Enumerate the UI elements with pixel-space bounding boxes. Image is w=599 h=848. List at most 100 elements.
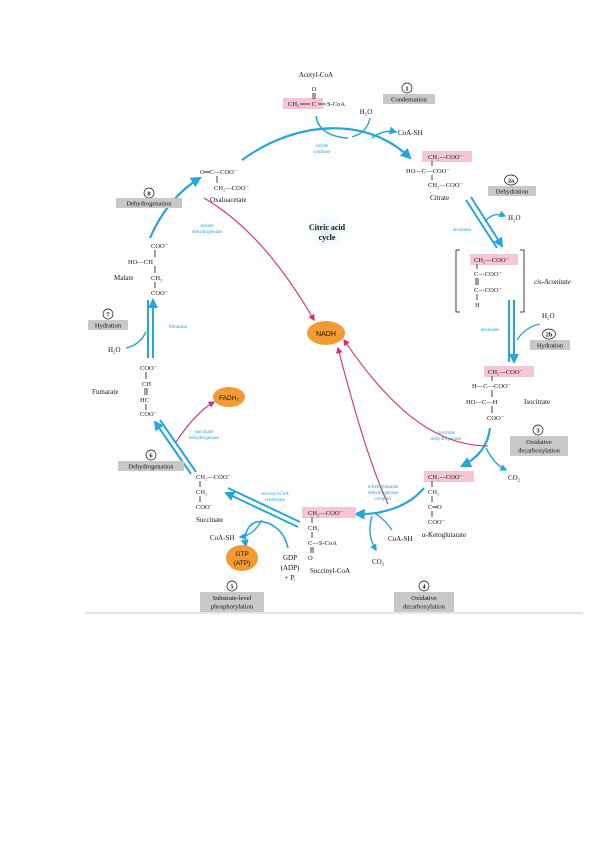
enzyme-fumarase: fumarase (169, 325, 188, 330)
oxaloacetate-line2: CH₂—COO⁻ (214, 185, 249, 192)
enzyme-akg-dh-1: α-ketoglutarate (368, 485, 399, 490)
coa-sh-1: CoA-SH (398, 129, 423, 137)
cis-aconitate-name: cis-Aconitate (534, 278, 571, 286)
step-2a-circle (504, 174, 518, 186)
step-4-number: 4 (422, 584, 426, 591)
fumarate-line2: CH (142, 381, 151, 388)
step-4-circle (418, 580, 430, 592)
arrow-acetyl-coa-in (315, 115, 349, 139)
akg-highlight (424, 471, 474, 482)
step-2b-number: 2b (546, 332, 553, 339)
step-3-number: 3 (536, 428, 540, 435)
step-8-number: 8 (147, 191, 151, 198)
step-3-label-line2: decarboxylation (518, 448, 561, 455)
akg-line4: COO⁻ (428, 519, 445, 526)
cis-aconitate-line2: C—COO⁻ (474, 271, 502, 278)
isocitrate-line1: CH₂—COO⁻ (488, 369, 523, 376)
arrow-dehydrogenation-6b (153, 420, 192, 475)
malate-line4: COO⁻ (151, 290, 168, 297)
acetyl-c: C (312, 101, 316, 108)
succinyl-line3: C—S-CoA (308, 540, 337, 547)
gtp-oval (226, 545, 258, 571)
arrow-condensation (241, 127, 412, 161)
citrate-line1: CH₂—COO⁻ (428, 154, 463, 161)
cis-aconitate-highlight (470, 254, 518, 265)
cis-aconitate-bracket-right (520, 249, 525, 313)
step-2b-box (530, 340, 570, 350)
h2o-3: H₂O (542, 312, 555, 320)
step-3-box (510, 436, 568, 456)
step-1-label: Condensation (391, 97, 427, 104)
step-7-label: Hydration (95, 323, 122, 330)
step-6-label: Dehydrogenation (128, 464, 174, 471)
enzyme-succinyl-coa-synthetase-2: synthetase (265, 498, 287, 503)
cis-aconitate-bracket-left (455, 249, 460, 313)
succinate-line2: CH₂ (196, 489, 207, 496)
arrow-coa-release-1 (371, 126, 398, 139)
arrow-gdp-gtp (240, 521, 289, 549)
arrow-co2-out-1 (485, 447, 508, 471)
pi-label: + Pᵢ (285, 574, 297, 582)
cis-aconitate-line4: H (475, 302, 480, 309)
arrow-dehydrogenation-6a (159, 419, 197, 473)
succinate-line1: CH₂—COO⁻ (196, 474, 231, 481)
enzyme-isocitrate-dh-1: isocitrate (437, 431, 456, 436)
fumarate-name: Fumarate (92, 388, 118, 396)
citrate-line3: CH₂—COO⁻ (428, 182, 463, 189)
arrow-h2o-in-4 (125, 331, 147, 349)
akg-line1: CH₂—COO⁻ (428, 474, 463, 481)
arrow-h2o-in-2 (516, 323, 541, 341)
nadh-arrow-malate-dh (203, 197, 315, 322)
co2-2: CO₂ (372, 558, 385, 566)
step-7-box (88, 320, 128, 330)
isocitrate-name: Isocitrate (524, 398, 550, 406)
arrow-h2o-out-1 (484, 210, 507, 223)
diagram-title-line1: Citric acid (309, 223, 346, 232)
step-3-label-line1: Oxidative (526, 439, 552, 446)
succinyl-line1: CH₂—COO⁻ (308, 510, 343, 517)
enzyme-citrate-synthase-2: synthase (313, 150, 331, 155)
fadh2-oval (213, 387, 245, 407)
fumarate-line4: COO⁻ (140, 411, 157, 418)
h2o-1: H₂O (360, 108, 373, 116)
isocitrate-line2: H—C—COO⁻ (472, 383, 511, 390)
arrow-dehydration-a (465, 199, 498, 249)
akg-line3: C═O (428, 504, 442, 511)
enzyme-malate-dh-2: dehydrogenase (192, 230, 223, 235)
coa-sh-3: CoA-SH (210, 534, 235, 542)
step-5-number: 5 (230, 584, 234, 591)
fadh2-label: FADH₂ (219, 395, 239, 402)
akg-name: α-Ketoglutarate (422, 531, 466, 539)
step-8-box (116, 198, 182, 208)
step-4-box (394, 592, 454, 612)
enzyme-citrate-synthase-1: citrate (316, 144, 329, 149)
gtp-label: GTP (235, 551, 248, 558)
arrow-co2-out-2 (369, 515, 377, 552)
fadh2-arrow (175, 401, 216, 443)
step-5-label-line2: phosphorylation (211, 604, 254, 611)
cis-aconitate-line1: CH₂—COO⁻ (474, 257, 509, 264)
nadh-arrow-isocitrate-dh (343, 338, 489, 447)
step-5-circle (226, 580, 238, 592)
step-2a-label: Dehydration (496, 189, 529, 196)
enzyme-succinate-dh-1: succinate (195, 430, 214, 435)
enzyme-aconitase-2: aconitase (481, 328, 500, 333)
h2o-2: H₂O (508, 214, 521, 222)
step-7-number: 7 (106, 312, 110, 319)
malate-line3: CH₂ (151, 275, 162, 282)
step-2a-box (488, 186, 536, 196)
atp-label: (ATP) (234, 560, 251, 567)
step-7-circle (102, 308, 114, 320)
succinyl-line4: O (308, 555, 313, 562)
isocitrate-line4: COO⁻ (487, 415, 504, 422)
step-5-box (200, 592, 264, 612)
cis-aconitate-line3: C—COO⁻ (474, 287, 502, 294)
step-4-label-line1: Oxidative (411, 595, 437, 602)
step-6-number: 6 (149, 453, 153, 460)
arrow-substrate-phos-a (227, 487, 301, 523)
succinate-line3: COO⁻ (196, 504, 213, 511)
step-4-label-line2: decarboxylation (403, 604, 446, 611)
enzyme-succinyl-coa-synthetase-1: succinyl-CoA (261, 492, 289, 497)
step-2a-number: 2a (508, 178, 515, 185)
enzyme-akg-dh-2: dehydrogenase (368, 491, 399, 496)
